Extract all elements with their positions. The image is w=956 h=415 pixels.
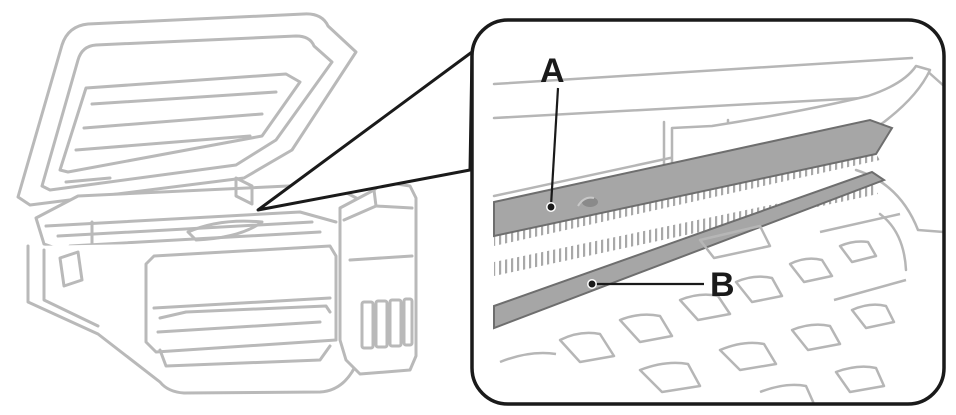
printer-body bbox=[26, 176, 362, 395]
detail-interior bbox=[492, 56, 944, 404]
glass-strip-a bbox=[493, 118, 894, 238]
glass-strip-b bbox=[493, 170, 887, 330]
label-b: B bbox=[710, 266, 735, 304]
detail-frame bbox=[470, 18, 946, 406]
leader-dot-a bbox=[546, 202, 556, 212]
printer-overview bbox=[16, 12, 418, 395]
leader-dot-b bbox=[587, 279, 597, 289]
leader-line-a bbox=[549, 87, 560, 207]
ink-tank-unit bbox=[338, 180, 418, 376]
scanner-lid bbox=[16, 12, 358, 207]
label-a: A bbox=[540, 52, 565, 90]
callout-a: A bbox=[540, 52, 565, 212]
callout-b: B bbox=[587, 266, 735, 304]
